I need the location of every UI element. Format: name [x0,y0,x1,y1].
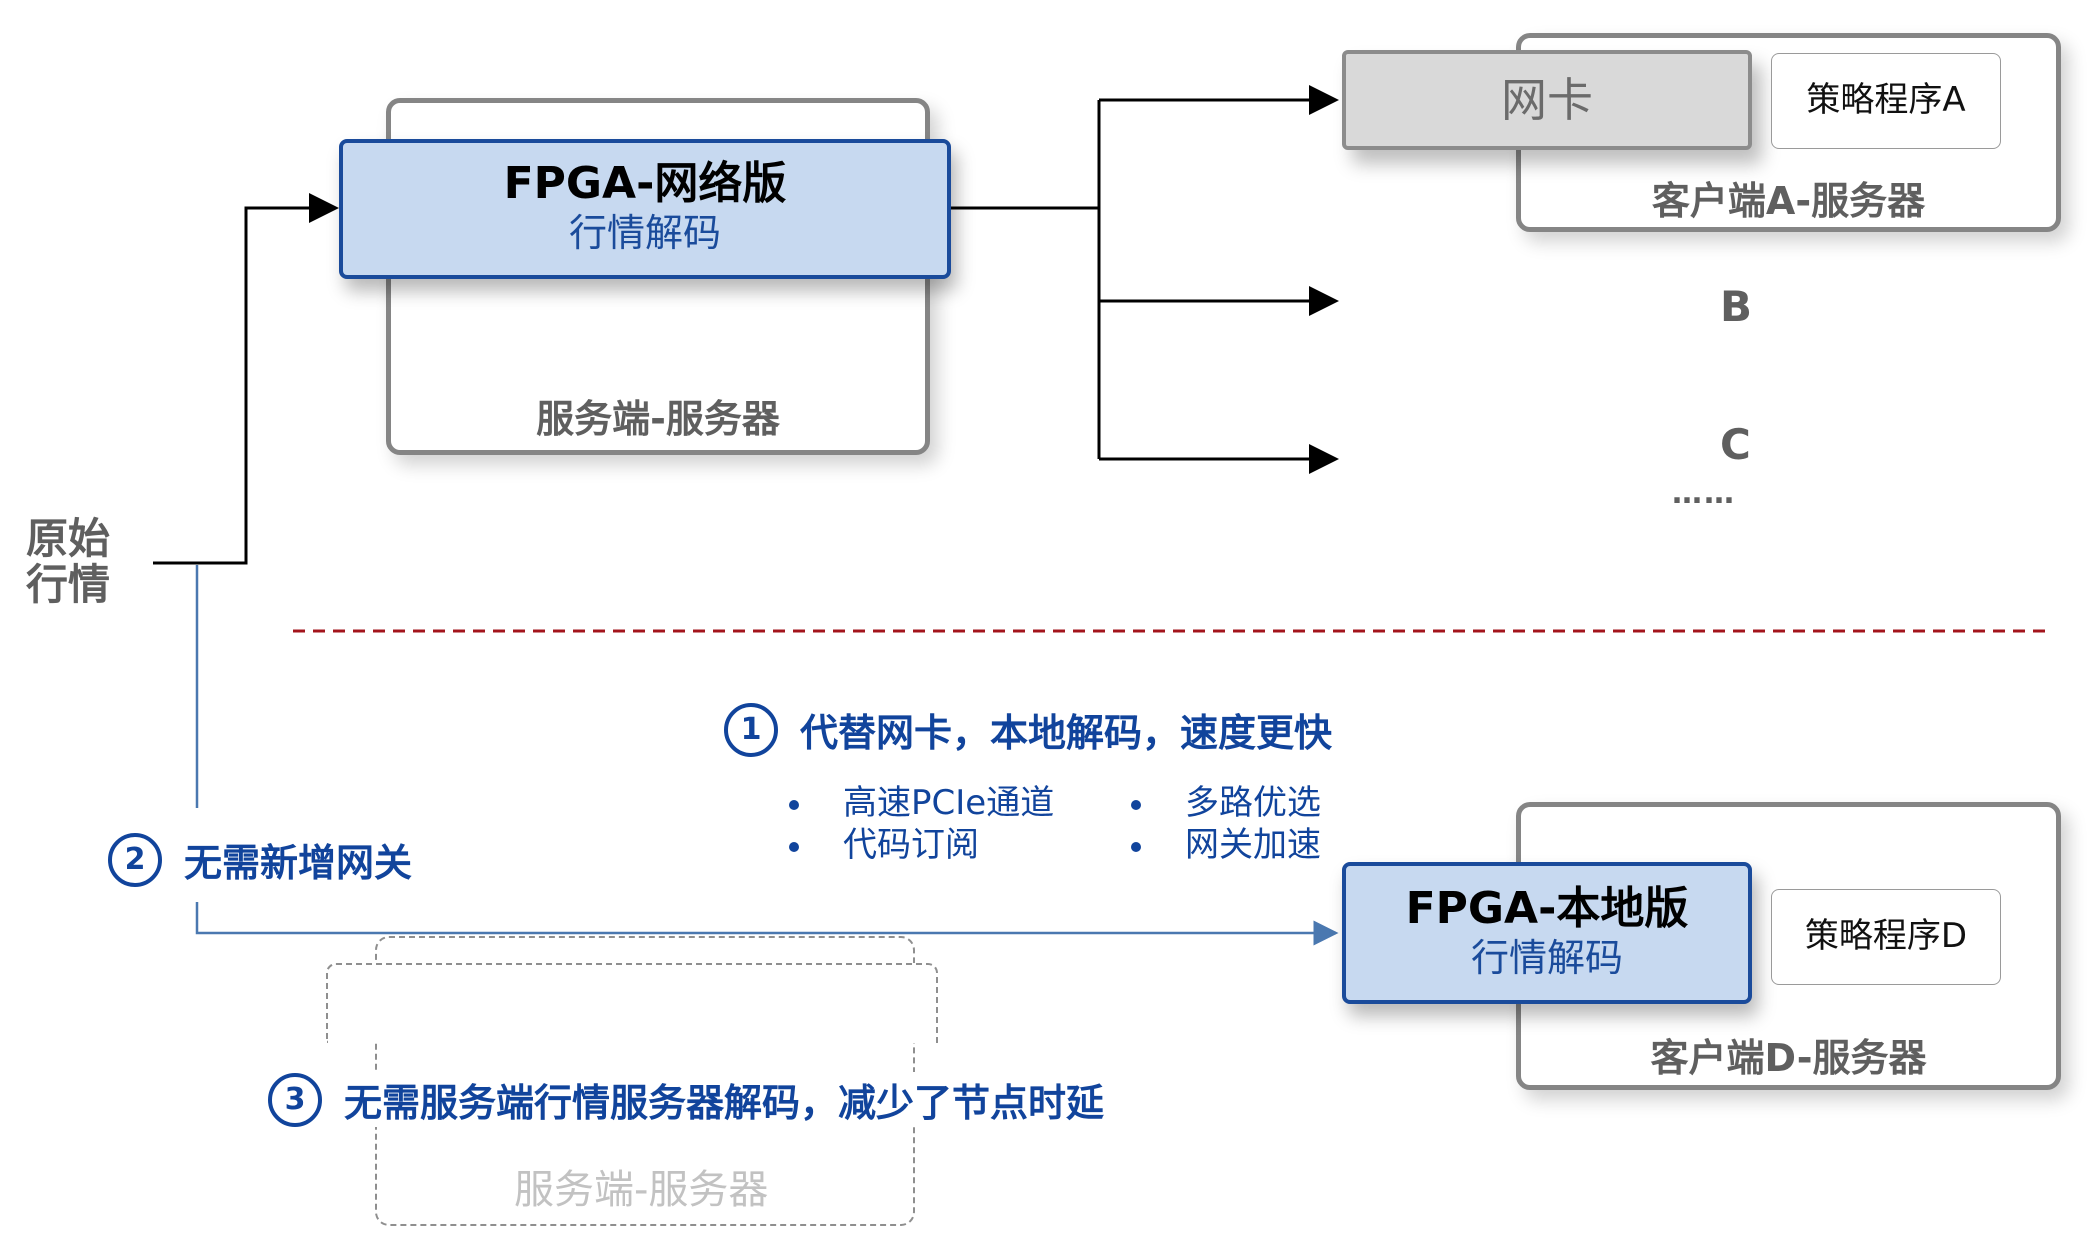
strategy-a-box[interactable]: 策略程序A [1771,53,2001,149]
fpga-network-title: FPGA-网络版 [503,158,787,209]
fpga-local-title: FPGA-本地版 [1405,883,1689,934]
client-a-server-label: 客户端A-服务器 [1651,179,1926,223]
ghost-fpga-box [326,963,938,1043]
bullet-item: 多路优选 [1131,782,1321,824]
callout-1-bullets-left: 高速PCIe通道 代码订阅 [789,782,1054,866]
client-c-label: C [1720,420,1751,469]
bullet-item: 代码订阅 [789,824,1054,866]
client-d-server-label: 客户端D-服务器 [1650,1036,1927,1080]
callout-3-text: 无需服务端行情服务器解码，减少了节点时延 [344,1081,1105,1125]
bullet-dot-icon [1131,841,1141,852]
bullet-text: 网关加速 [1185,825,1321,865]
local-path-line-lower [195,902,1339,946]
source-label: 原始 行情 [26,516,110,608]
callout-3: 3 无需服务端行情服务器解码，减少了节点时延 [268,1072,1115,1127]
fpga-network-box[interactable]: FPGA-网络版 行情解码 [339,139,951,279]
callout-3-number-icon: 3 [268,1072,322,1127]
bullet-item: 网关加速 [1131,824,1321,866]
source-label-line2: 行情 [26,560,111,609]
callout-1-bullets-right: 多路优选 网关加速 [1131,782,1321,866]
callout-1-number-icon: 1 [724,702,778,757]
bullet-dot-icon [1131,799,1141,810]
source-label-line1: 原始 [26,514,111,563]
callout-2-number-icon: 2 [108,832,162,887]
bullet-item: 高速PCIe通道 [789,782,1054,824]
fpga-local-subtitle: 行情解码 [1470,936,1623,980]
nic-box[interactable]: 网卡 [1342,50,1752,150]
fpga-local-box[interactable]: FPGA-本地版 行情解码 [1342,862,1752,1004]
strategy-d-box[interactable]: 策略程序D [1771,889,2001,985]
strategy-a-label: 策略程序A [1806,80,1966,120]
bullet-text: 多路优选 [1185,783,1321,823]
ghost-server-label: 服务端-服务器 [514,1167,769,1213]
fpga-network-subtitle: 行情解码 [568,211,721,255]
bullet-dot-icon [789,799,799,810]
client-b-label: B [1720,282,1753,331]
more-clients-ellipsis: …… [1672,476,1736,511]
bullet-dot-icon [789,841,799,852]
nic-label: 网卡 [1501,73,1593,127]
bullet-text: 代码订阅 [843,825,979,865]
network-server-label: 服务端-服务器 [536,397,780,441]
bullet-text: 高速PCIe通道 [843,783,1055,823]
callout-2: 2 无需新增网关 [108,832,412,887]
callout-1: 1 代替网卡，本地解码，速度更快 [724,702,1332,757]
callout-2-text: 无需新增网关 [184,841,413,885]
strategy-d-label: 策略程序D [1804,916,1968,956]
callout-1-text: 代替网卡，本地解码，速度更快 [800,711,1333,755]
source-to-fpga-network-line [153,193,339,565]
